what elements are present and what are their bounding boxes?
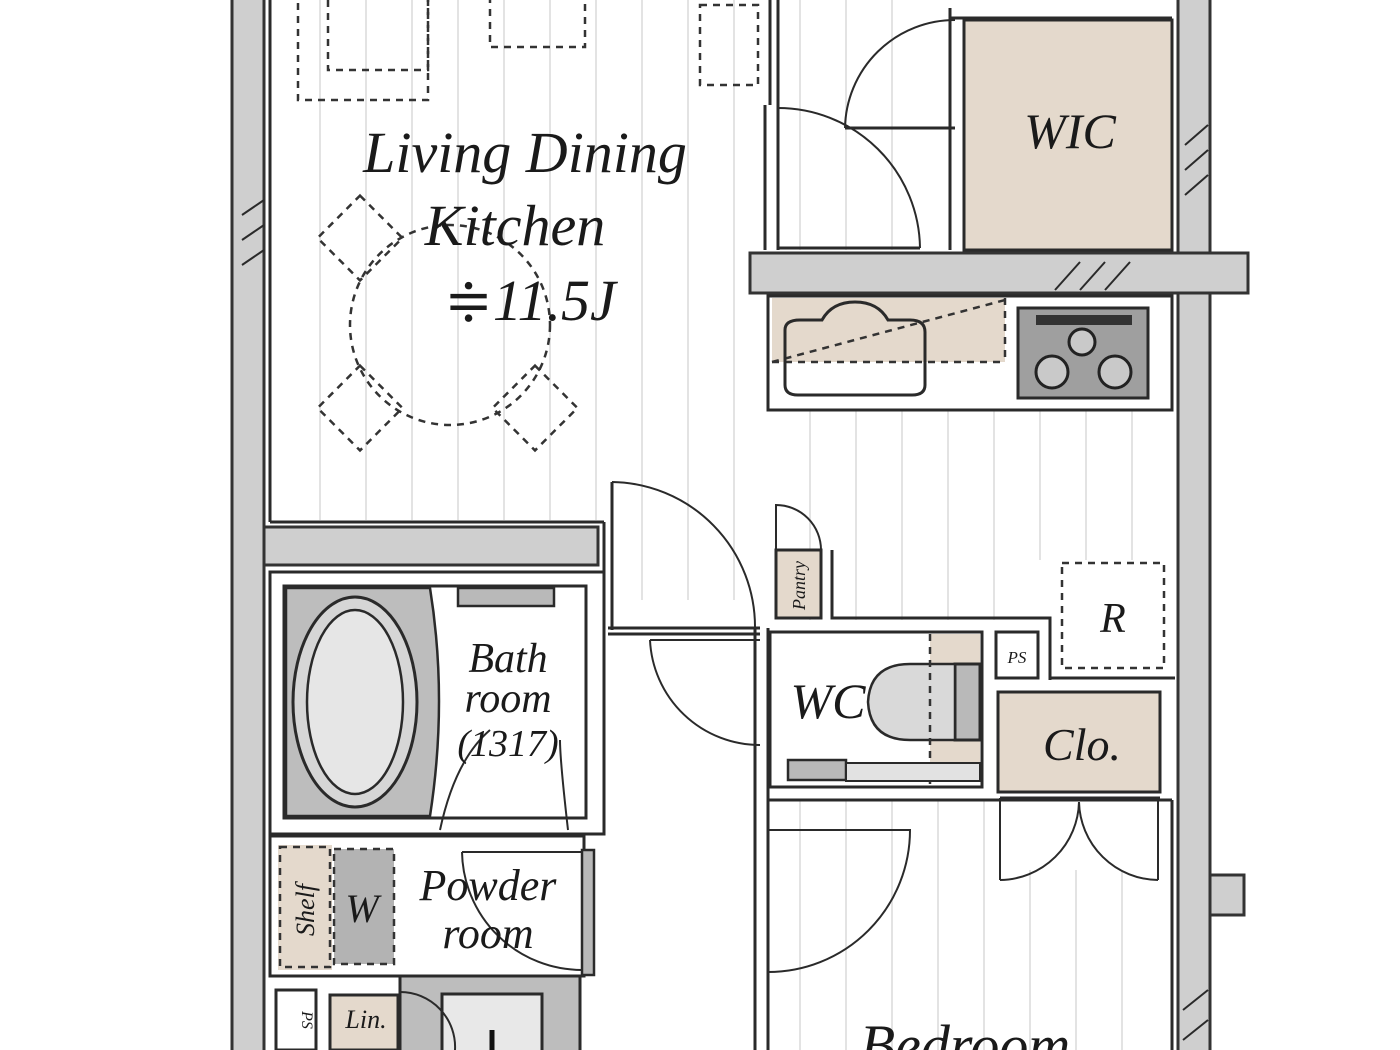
ldk-area: ≑11.5J — [444, 268, 619, 333]
kitchen-counter — [766, 294, 1174, 412]
hall-doors — [608, 481, 1052, 1050]
floor-stripes — [319, 0, 1133, 1050]
powder-room — [268, 834, 596, 1050]
ldk-label-line2: Kitchen — [424, 193, 605, 258]
bath-label-line1: Bath — [468, 636, 547, 682]
bathroom — [268, 570, 606, 836]
wc-room — [768, 630, 1040, 789]
bedroom-label: Bedroom — [860, 1013, 1070, 1050]
wic-label: WIC — [1024, 103, 1116, 159]
refrigerator-label: R — [1099, 596, 1126, 642]
ldk-furniture — [296, 0, 760, 453]
bath-label-line2: room — [464, 676, 551, 722]
ldk-label-line1: Living Dining — [362, 120, 687, 185]
wc-label: WC — [791, 673, 867, 729]
ps-upper-label: PS — [1007, 648, 1027, 667]
powder-label-line1: Powder — [419, 861, 558, 910]
closet — [996, 690, 1162, 794]
pantry-label: Pantry — [789, 561, 809, 611]
wic-room — [962, 18, 1174, 252]
powder-label-line2: room — [442, 909, 533, 958]
closet-label: Clo. — [1043, 719, 1121, 770]
linen-label: Lin. — [344, 1005, 386, 1034]
closet-doors — [999, 796, 1160, 881]
walls — [230, 0, 1250, 1050]
wic-area — [763, 8, 1174, 252]
shelf-label: Shelf — [291, 880, 320, 936]
washer-label: W — [345, 886, 382, 931]
bath-size: (1317) — [457, 723, 558, 765]
bedroom — [767, 798, 1174, 1050]
ps-lower-label: PS — [298, 1010, 315, 1029]
